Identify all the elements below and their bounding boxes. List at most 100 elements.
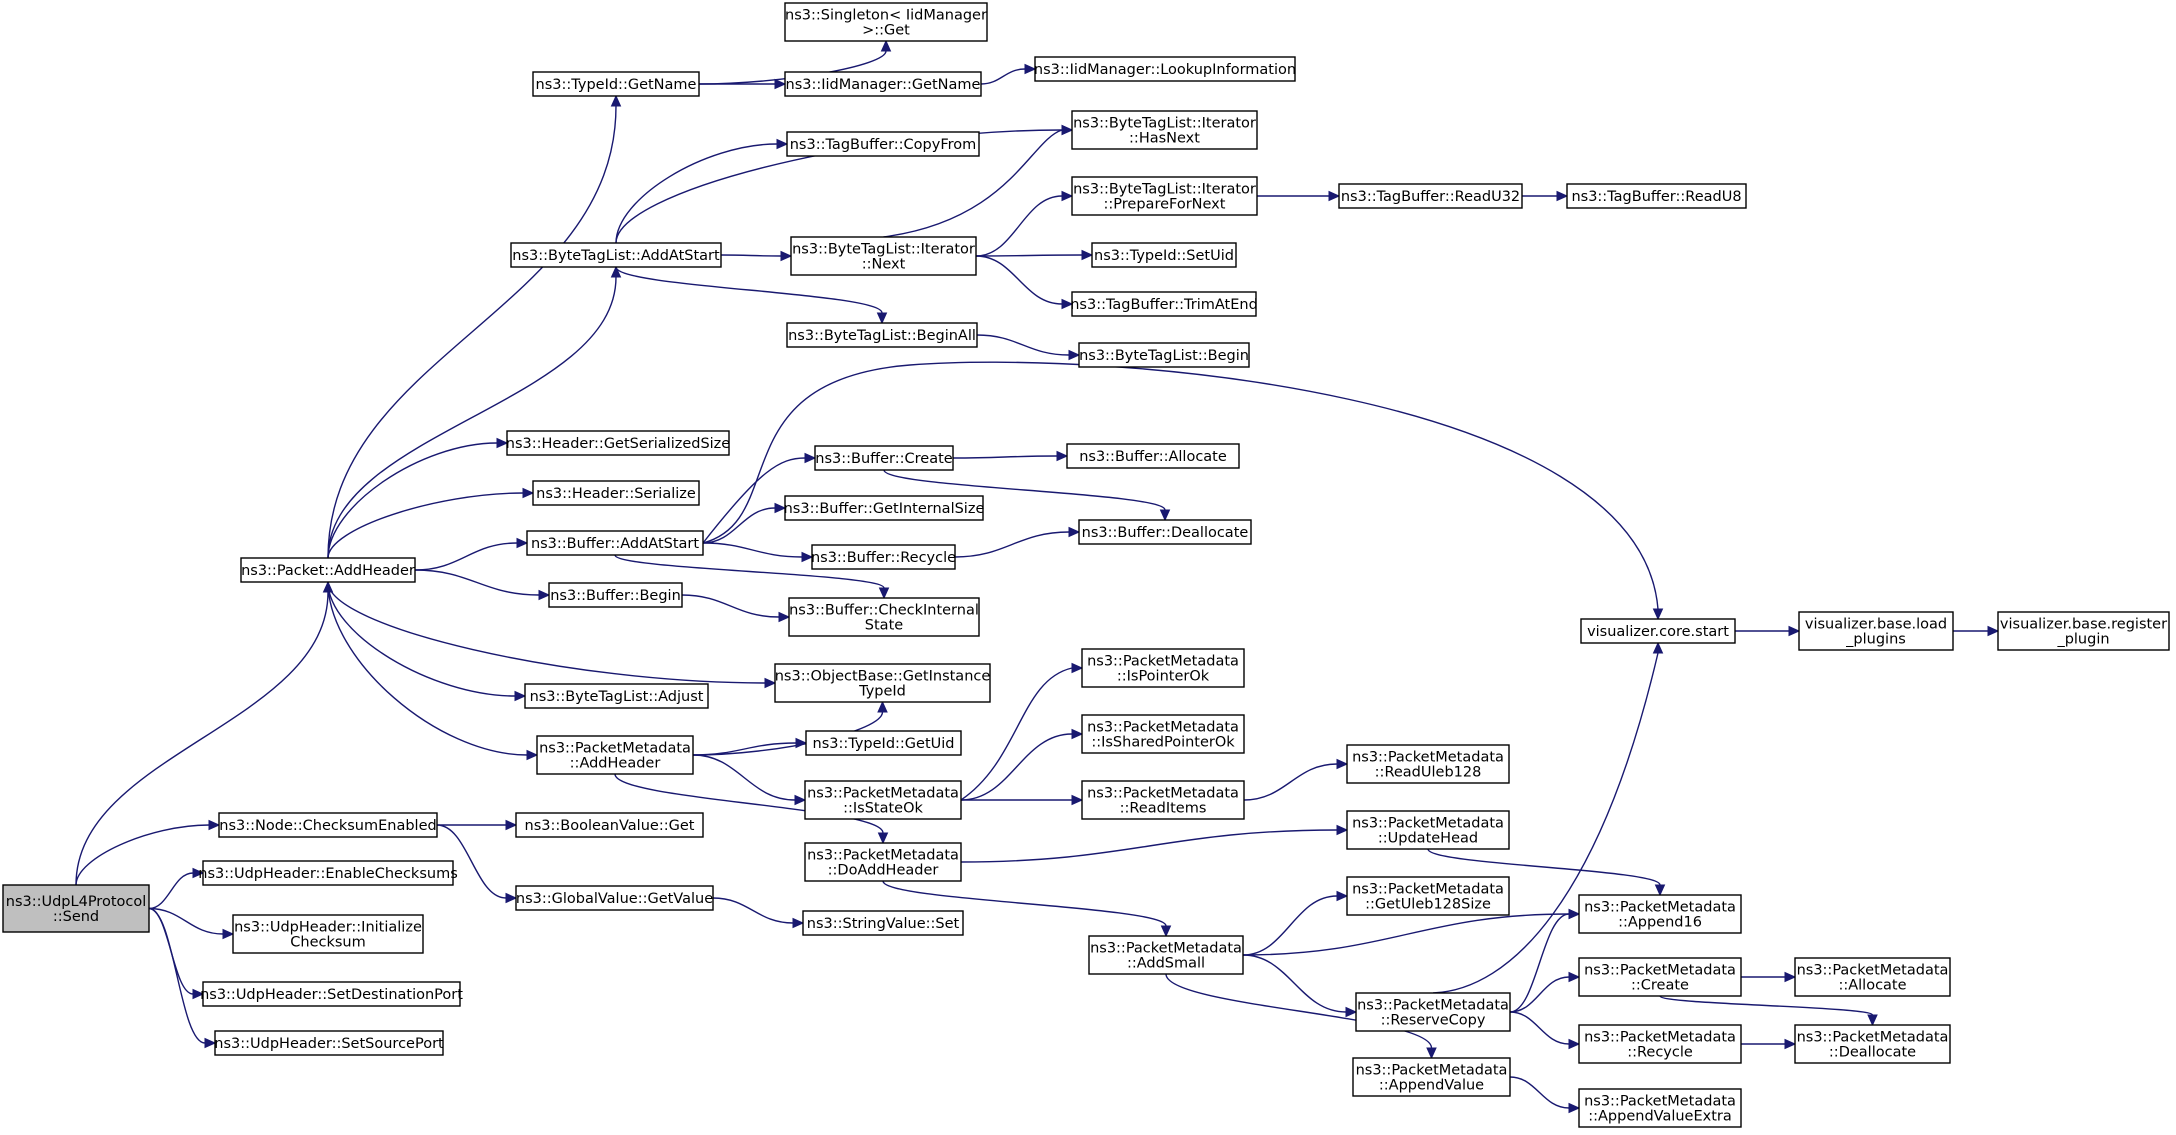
node-hdr-getsize[interactable]: ns3::Header::GetSerializedSize bbox=[506, 430, 731, 456]
call-edge bbox=[980, 63, 1037, 85]
node-vis-start[interactable]: visualizer.core.start bbox=[1580, 618, 1736, 644]
node-tid-setuid[interactable]: ns3::TypeId::SetUid bbox=[1091, 242, 1237, 268]
node-setsrc[interactable]: ns3::UdpHeader::SetSourcePort bbox=[214, 1030, 444, 1056]
node-tid-getname[interactable]: ns3::TypeId::GetName bbox=[532, 71, 700, 97]
edge-line bbox=[692, 754, 796, 801]
node-btli-next[interactable]: ns3::ByteTagList::Iterator::Next bbox=[790, 236, 977, 276]
node-pm-addsmall[interactable]: ns3::PacketMetadata::AddSmall bbox=[1088, 935, 1244, 975]
edge-arrowhead bbox=[1556, 190, 1569, 202]
node-label: ns3::ByteTagList::Iterator bbox=[1073, 116, 1256, 132]
edge-arrowhead bbox=[208, 819, 221, 831]
node-label: ns3::PacketMetadata bbox=[1584, 1030, 1736, 1046]
node-tb-trimatend[interactable]: ns3::TagBuffer::TrimAtEnd bbox=[1070, 291, 1258, 317]
edge-line bbox=[960, 733, 1073, 801]
edge-line bbox=[1509, 913, 1570, 1013]
node-pm-addheader[interactable]: ns3::PacketMetadata::AddHeader bbox=[536, 735, 694, 775]
node-buf-getinternalsize[interactable]: ns3::Buffer::GetInternalSize bbox=[784, 495, 985, 521]
node-pm-updatehead[interactable]: ns3::PacketMetadata::UpdateHead bbox=[1346, 810, 1510, 850]
node-label: ns3::UdpHeader::Initialize bbox=[234, 920, 422, 936]
node-addheader[interactable]: ns3::Packet::AddHeader bbox=[240, 557, 416, 583]
node-btl-addatstart[interactable]: ns3::ByteTagList::AddAtStart bbox=[510, 242, 722, 268]
node-btli-prepare[interactable]: ns3::ByteTagList::Iterator::PrepareForNe… bbox=[1071, 176, 1258, 216]
node-buf-addatstart[interactable]: ns3::Buffer::AddAtStart bbox=[526, 530, 704, 556]
node-box bbox=[784, 2, 988, 42]
node-label: Checksum bbox=[290, 935, 365, 951]
node-buf-deallocate[interactable]: ns3::Buffer::Deallocate bbox=[1078, 519, 1252, 545]
edge-arrowhead bbox=[795, 737, 808, 749]
node-btli-hasnext[interactable]: ns3::ByteTagList::Iterator::HasNext bbox=[1071, 110, 1258, 150]
node-btl-adjust[interactable]: ns3::ByteTagList::Adjust bbox=[524, 683, 709, 709]
node-pm-appendvalue[interactable]: ns3::PacketMetadata::AppendValue bbox=[1352, 1057, 1511, 1097]
call-edge bbox=[882, 880, 1172, 938]
node-singleton-get[interactable]: ns3::Singleton< IidManager >::Get bbox=[784, 2, 988, 42]
node-label: ns3::ByteTagList::Iterator bbox=[792, 242, 975, 258]
node-vis-register[interactable]: visualizer.base.register_plugin bbox=[1997, 611, 2170, 651]
call-edge bbox=[414, 569, 551, 601]
node-buf-begin[interactable]: ns3::Buffer::Begin bbox=[548, 582, 683, 608]
node-send[interactable]: ns3::UdpL4Protocol::Send bbox=[2, 884, 150, 933]
node-label: ::ReadUleb128 bbox=[1375, 765, 1482, 781]
node-pm-doaddheader[interactable]: ns3::PacketMetadata::DoAddHeader bbox=[804, 842, 962, 882]
node-pm-create[interactable]: ns3::PacketMetadata::Create bbox=[1578, 957, 1742, 997]
edge-arrowhead bbox=[1061, 298, 1074, 310]
call-edge bbox=[327, 94, 622, 559]
node-pm-appendvalueextra[interactable]: ns3::PacketMetadata::AppendValueExtra bbox=[1578, 1088, 1742, 1128]
edge-line bbox=[436, 824, 507, 899]
node-buf-allocate[interactable]: ns3::Buffer::Allocate bbox=[1066, 443, 1240, 469]
node-enablechk[interactable]: ns3::UdpHeader::EnableChecksums bbox=[198, 860, 458, 886]
node-box bbox=[526, 530, 704, 556]
node-pm-allocate[interactable]: ns3::PacketMetadata::Allocate bbox=[1794, 957, 1951, 997]
node-iid-getname[interactable]: ns3::IidManager::GetName bbox=[784, 71, 982, 97]
node-pm-getulebsize[interactable]: ns3::PacketMetadata::GetUleb128Size bbox=[1346, 876, 1510, 916]
node-label: ns3::PacketMetadata bbox=[1352, 750, 1504, 766]
node-pm-readuleb[interactable]: ns3::PacketMetadata::ReadUleb128 bbox=[1346, 744, 1510, 784]
node-label: ns3::UdpL4Protocol bbox=[6, 894, 147, 910]
node-label: ns3::IidManager::LookupInformation bbox=[1034, 62, 1296, 78]
node-box bbox=[788, 597, 980, 637]
node-pm-recycle[interactable]: ns3::PacketMetadata::Recycle bbox=[1578, 1024, 1742, 1064]
node-pm-isstateok[interactable]: ns3::PacketMetadata::IsStateOk bbox=[804, 780, 962, 820]
node-box bbox=[1578, 1088, 1742, 1128]
node-box bbox=[1352, 1057, 1511, 1097]
node-pm-ispointerok[interactable]: ns3::PacketMetadata::IsPointerOk bbox=[1081, 648, 1245, 688]
node-bool-get[interactable]: ns3::BooleanValue::Get bbox=[515, 812, 704, 838]
node-vis-load[interactable]: visualizer.base.load_plugins bbox=[1798, 611, 1954, 651]
node-label: ns3::ByteTagList::Adjust bbox=[530, 689, 704, 705]
node-tb-readu8[interactable]: ns3::TagBuffer::ReadU8 bbox=[1566, 183, 1747, 209]
node-buf-create[interactable]: ns3::Buffer::Create bbox=[814, 445, 954, 471]
node-tb-copyfrom[interactable]: ns3::TagBuffer::CopyFrom bbox=[786, 131, 980, 157]
node-tb-readu32[interactable]: ns3::TagBuffer::ReadU32 bbox=[1338, 183, 1523, 209]
node-pm-append16[interactable]: ns3::PacketMetadata::Append16 bbox=[1578, 894, 1742, 934]
node-box bbox=[510, 242, 722, 268]
node-btl-beginall[interactable]: ns3::ByteTagList::BeginAll bbox=[786, 322, 978, 348]
node-iid-lookup[interactable]: ns3::IidManager::LookupInformation bbox=[1034, 56, 1296, 82]
node-buf-recycle[interactable]: ns3::Buffer::Recycle bbox=[811, 544, 956, 570]
node-box bbox=[1078, 342, 1250, 368]
edge-line bbox=[883, 469, 1166, 511]
node-checksum[interactable]: ns3::Node::ChecksumEnabled bbox=[218, 812, 438, 838]
edge-line bbox=[148, 907, 224, 935]
node-pm-reservecopy[interactable]: ns3::PacketMetadata::ReserveCopy bbox=[1355, 992, 1511, 1032]
node-sv-set[interactable]: ns3::StringValue::Set bbox=[802, 910, 964, 936]
node-box bbox=[2, 884, 150, 933]
node-pm-deallocate[interactable]: ns3::PacketMetadata::Deallocate bbox=[1794, 1024, 1951, 1064]
node-tid-getuid[interactable]: ns3::TypeId::GetUid bbox=[805, 730, 962, 756]
node-box bbox=[1081, 714, 1245, 754]
node-hdr-serialize[interactable]: ns3::Header::Serialize bbox=[532, 480, 700, 506]
node-pm-issharedptrok[interactable]: ns3::PacketMetadata::IsSharedPointerOk bbox=[1081, 714, 1245, 754]
node-label: ::AddSmall bbox=[1127, 956, 1205, 972]
node-label: ns3::PacketMetadata bbox=[1797, 1030, 1949, 1046]
edge-line bbox=[615, 266, 883, 314]
node-btl-begin[interactable]: ns3::ByteTagList::Begin bbox=[1078, 342, 1250, 368]
node-box bbox=[784, 495, 984, 521]
node-label: ::HasNext bbox=[1129, 131, 1200, 147]
node-gv-getvalue[interactable]: ns3::GlobalValue::GetValue bbox=[515, 885, 714, 911]
node-pm-readitems[interactable]: ns3::PacketMetadata::ReadItems bbox=[1081, 780, 1245, 820]
node-label: ns3::ByteTagList::AddAtStart bbox=[512, 248, 720, 264]
node-label: ns3::PacketMetadata bbox=[1352, 816, 1504, 832]
node-label: ns3::Buffer::Allocate bbox=[1079, 449, 1227, 465]
node-setdst[interactable]: ns3::UdpHeader::SetDestinationPort bbox=[200, 981, 463, 1007]
